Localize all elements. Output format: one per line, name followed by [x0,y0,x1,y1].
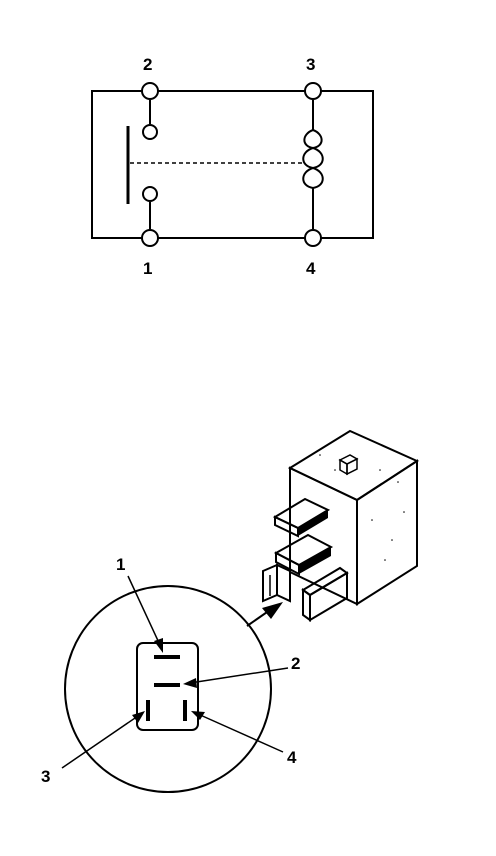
callout-label-4: 4 [287,748,297,767]
switch-contact-upper [142,124,158,140]
terminal-4 [304,229,322,247]
terminal-2 [141,82,159,100]
slot-3 [146,700,150,721]
relay-latch [338,454,359,476]
terminal-label-2: 2 [143,55,152,74]
slot-4 [183,700,187,721]
relay-texture [319,454,405,561]
callout-label-1: 1 [116,555,125,574]
relay-schematic: 2 3 1 4 [91,55,374,278]
slot-2 [154,683,180,687]
connector-magnified-view: 1 2 3 4 [41,555,300,793]
relay-blades [262,497,349,622]
callout-label-2: 2 [291,654,300,673]
terminal-1 [141,229,159,247]
slot-1 [154,655,180,659]
terminal-label-3: 3 [306,55,315,74]
terminal-3 [304,82,322,100]
magnifier-circle [64,585,272,793]
relay-top-face [287,429,420,502]
relay-side-face [356,459,418,606]
terminal-label-4: 4 [306,259,316,278]
callout-leaders [61,575,289,769]
callout-label-3: 3 [41,767,50,786]
relay-body [262,429,420,622]
relay-coil [302,129,324,197]
blade-upper [272,497,331,530]
magnify-arrow [246,602,283,627]
schematic-frame [91,90,374,239]
terminal-label-1: 1 [143,259,152,278]
socket-outline [136,642,199,731]
switch-contact-lower [142,186,158,202]
